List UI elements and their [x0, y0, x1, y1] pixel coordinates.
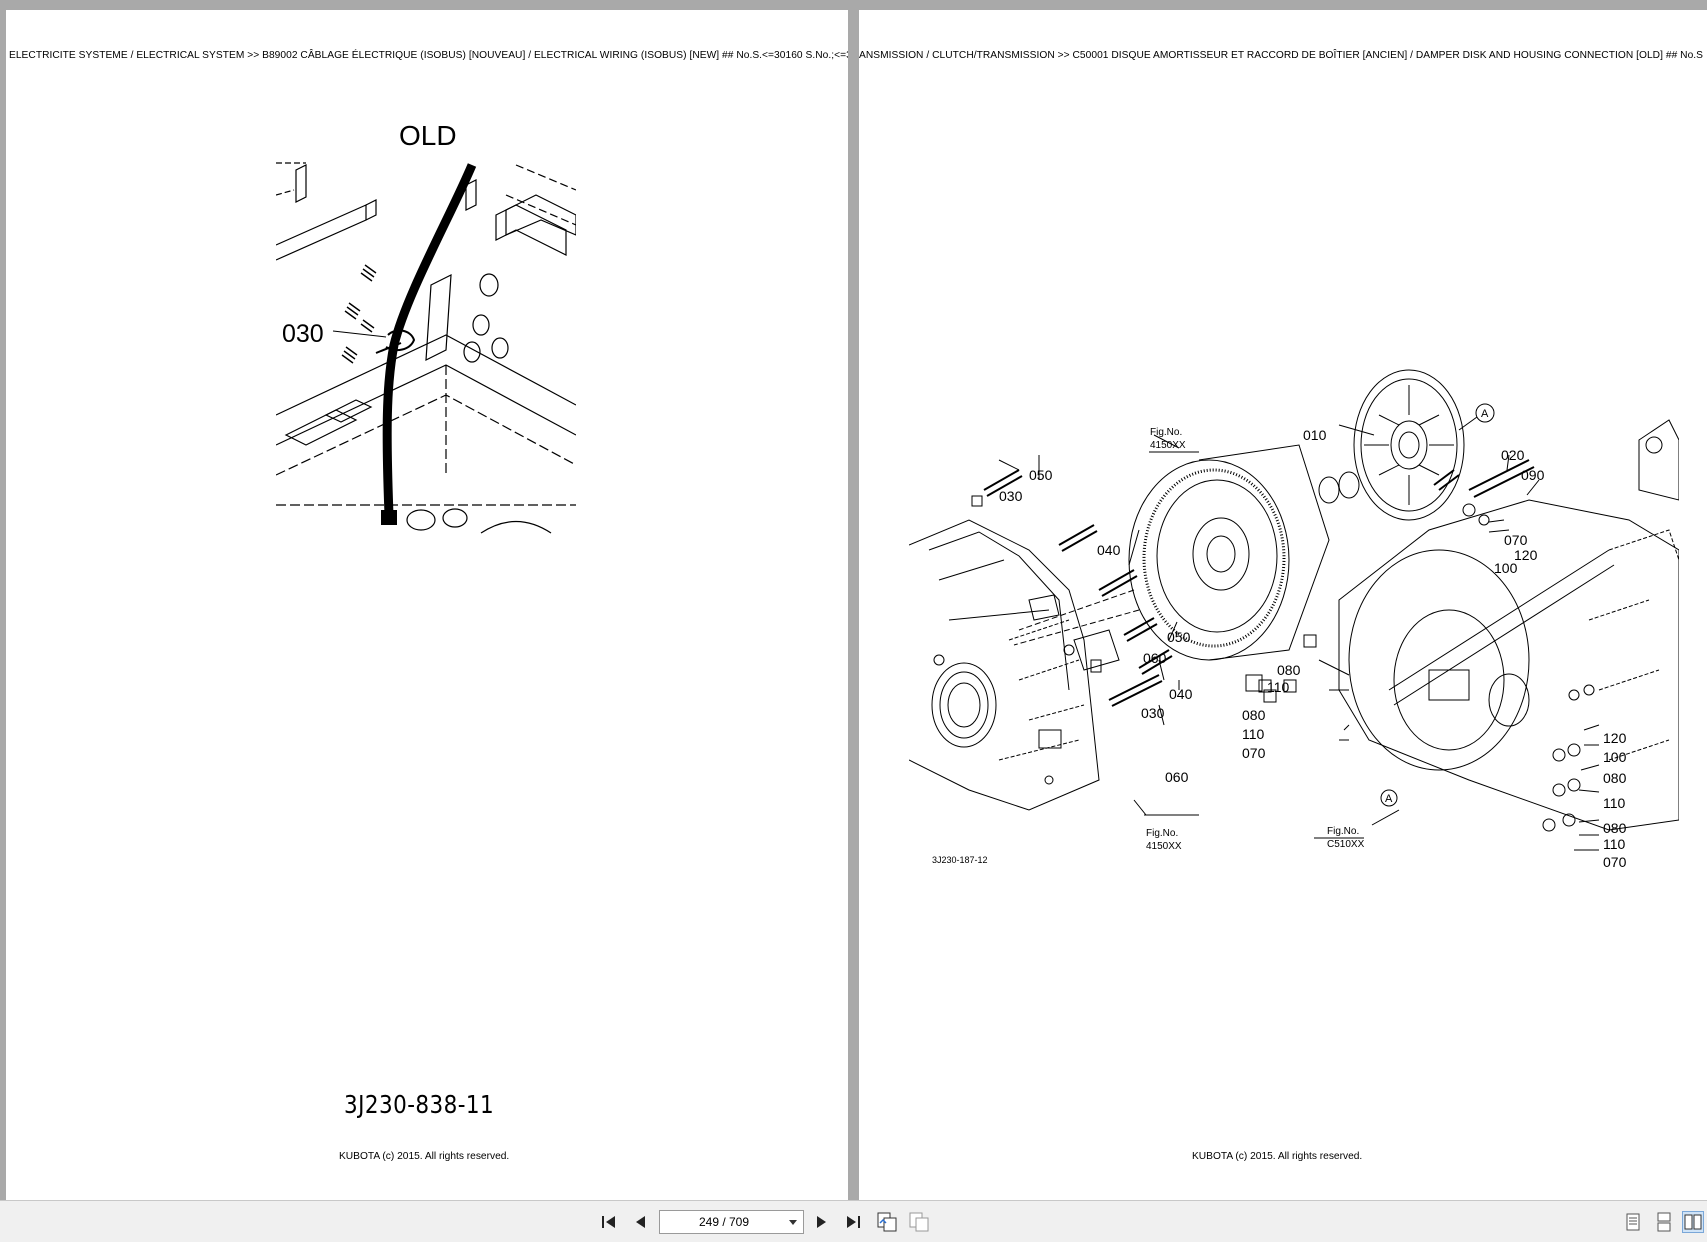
- single-page-view-button[interactable]: [1622, 1211, 1644, 1233]
- part-label-040b: 040: [1169, 686, 1193, 702]
- last-page-icon: [847, 1216, 860, 1228]
- extract-page-button[interactable]: [908, 1211, 930, 1233]
- part-label-030b: 030: [1141, 705, 1165, 721]
- part-label-060: 060: [1143, 650, 1167, 666]
- left-page-header: ELECTRICITE SYSTEME / ELECTRICAL SYSTEM …: [9, 50, 848, 61]
- fig-ref-code-3: C510XX: [1327, 839, 1365, 850]
- fig-ref-label-1: Fig.No.: [1150, 427, 1182, 438]
- part-label-070b: 070: [1242, 745, 1266, 761]
- fig-ref-code-1: 4150XX: [1150, 440, 1186, 451]
- part-label-090: 090: [1521, 467, 1545, 483]
- part-label-110: 110: [1267, 679, 1290, 695]
- right-page-header: ANSMISSION / CLUTCH/TRANSMISSION >> C500…: [859, 50, 1704, 61]
- part-label-100: 100: [1494, 560, 1518, 576]
- part-label-060b: 060: [1165, 769, 1189, 785]
- navigation-toolbar: 249 / 709: [0, 1200, 1707, 1242]
- figure-code: 3J230-838-11: [344, 1090, 495, 1119]
- two-page-view-button[interactable]: [1682, 1211, 1704, 1233]
- fig-ref-code-2: 4150XX: [1146, 841, 1182, 852]
- copyright-text: KUBOTA (c) 2015. All rights reserved.: [339, 1151, 510, 1162]
- prev-page-icon: [636, 1216, 645, 1228]
- marker-a-top: A: [1481, 408, 1489, 420]
- part-label-010: 010: [1303, 427, 1327, 443]
- part-label-120: 120: [1514, 547, 1538, 563]
- rotate-view-icon: [877, 1212, 897, 1232]
- two-page-view-icon: [1684, 1214, 1702, 1230]
- part-label-070: 070: [1504, 532, 1528, 548]
- left-page: ELECTRICITE SYSTEME / ELECTRICAL SYSTEM …: [6, 10, 848, 1200]
- part-label-080c: 080: [1603, 770, 1627, 786]
- continuous-view-button[interactable]: [1653, 1211, 1675, 1233]
- part-label-110b: 110: [1242, 726, 1265, 742]
- extract-page-icon: [909, 1212, 929, 1232]
- part-label-110c: 110: [1603, 795, 1626, 811]
- fig-ref-label-2: Fig.No.: [1146, 828, 1178, 839]
- part-label-110d: 110: [1603, 836, 1626, 852]
- copyright-text: KUBOTA (c) 2015. All rights reserved.: [1192, 1151, 1363, 1162]
- first-page-icon: [602, 1216, 615, 1228]
- part-label-050b: 050: [1167, 629, 1191, 645]
- next-page-button[interactable]: [810, 1211, 832, 1233]
- single-page-view-icon: [1626, 1213, 1640, 1231]
- right-figure-code: 3J230-187-12: [932, 855, 988, 865]
- page-indicator: 249 / 709: [698, 1215, 750, 1229]
- part-label-040: 040: [1097, 542, 1121, 558]
- part-label-100b: 100: [1603, 749, 1627, 765]
- part-label-080d: 080: [1603, 820, 1627, 836]
- part-label-020: 020: [1501, 447, 1525, 463]
- part-label-030: 030: [282, 320, 324, 348]
- chevron-down-icon[interactable]: [789, 1220, 797, 1225]
- fig-ref-label-3: Fig.No.: [1327, 826, 1359, 837]
- rotate-view-button[interactable]: [876, 1211, 898, 1233]
- part-label-030: 030: [999, 488, 1023, 504]
- next-page-icon: [817, 1216, 826, 1228]
- part-label-120b: 120: [1603, 730, 1627, 746]
- page-number-input[interactable]: 249 / 709: [659, 1210, 804, 1234]
- marker-a-bottom: A: [1385, 793, 1393, 805]
- part-label-080b: 080: [1242, 707, 1266, 723]
- clutch-diagram: 010 020 090 070 120 100 030 050 040 060 …: [909, 369, 1679, 870]
- part-label-080: 080: [1277, 662, 1301, 678]
- part-label-070c: 070: [1603, 854, 1627, 870]
- wiring-diagram: OLD: [276, 120, 576, 534]
- diagram-title: OLD: [399, 120, 457, 151]
- part-label-050: 050: [1029, 467, 1053, 483]
- first-page-button[interactable]: [598, 1211, 620, 1233]
- continuous-view-icon: [1657, 1212, 1671, 1232]
- last-page-button[interactable]: [842, 1211, 864, 1233]
- right-page: ANSMISSION / CLUTCH/TRANSMISSION >> C500…: [859, 10, 1707, 1200]
- prev-page-button[interactable]: [630, 1211, 652, 1233]
